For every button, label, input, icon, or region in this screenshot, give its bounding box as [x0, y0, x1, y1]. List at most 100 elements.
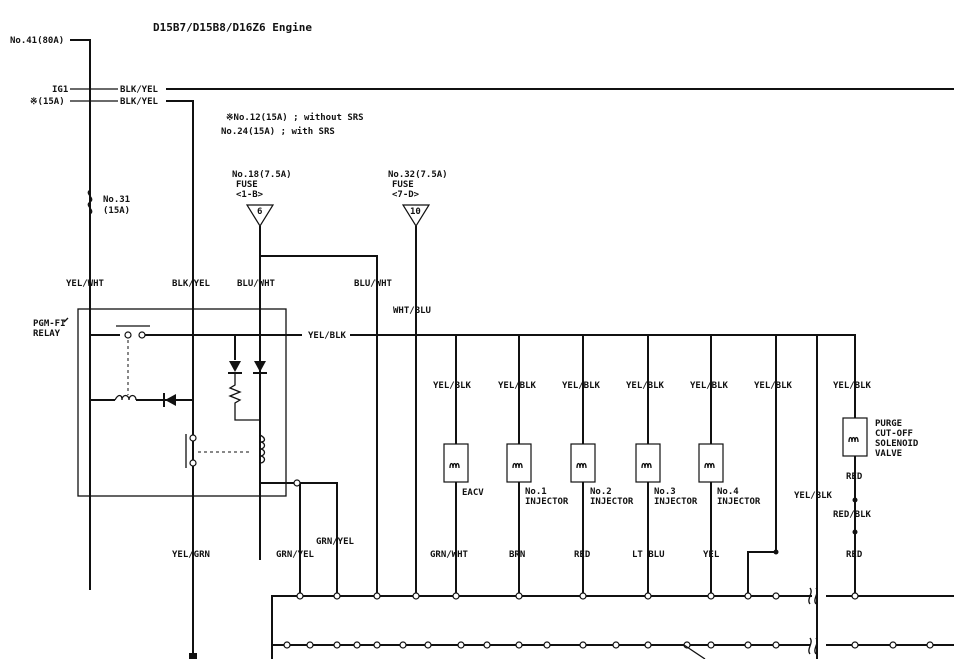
- main-yel-blk-bus: [350, 334, 856, 596]
- fuse-18-pin: 6: [257, 207, 262, 217]
- fuse-15a-wire-color: BLK/YEL: [120, 97, 159, 107]
- footnote-line-1: ※No.12(15A) ; without SRS: [226, 112, 364, 123]
- fuse-32-type: FUSE: [392, 180, 414, 190]
- fuse-32-label: No.32(7.5A): [388, 170, 448, 180]
- injector-1-coil-icon: [512, 462, 523, 469]
- connector-pin: [926, 641, 934, 649]
- connector-pins-top: [296, 592, 859, 600]
- relay-diode-2: [229, 361, 241, 372]
- relay-label: PGM-FI: [33, 319, 66, 329]
- injector-3-bottom-label: LT BLU: [632, 550, 665, 560]
- fuse-31-label: No.31: [103, 195, 130, 205]
- wire-wht-blu-label: WHT/BLU: [393, 306, 431, 316]
- relay-junction: [293, 479, 301, 487]
- injector-3-body: [635, 443, 661, 483]
- injector-4-name-2: INJECTOR: [717, 497, 761, 507]
- purge-line-1: PURGE: [875, 419, 902, 429]
- wire-blu-wht-label-1: BLU/WHT: [237, 279, 276, 289]
- relay-grn-yel-wire: [259, 470, 301, 596]
- connector-pin: [772, 641, 780, 649]
- relay-grn-yel-wire-2: [290, 482, 338, 596]
- injector-3-name: No.3: [654, 487, 676, 497]
- connector-pin: [644, 641, 652, 649]
- fuse-32-pin: 10: [410, 207, 421, 217]
- pgm-fi-relay-box: [77, 308, 287, 497]
- injector-1-bottom-label: BRN: [509, 550, 525, 560]
- connector-pin: [889, 641, 897, 649]
- wire-grn-yel-label-2: GRN/YEL: [316, 537, 355, 547]
- purge-red-label: RED: [846, 472, 863, 482]
- connector-pin: [515, 592, 523, 600]
- injector-2-body: [570, 443, 596, 483]
- connector-pin: [707, 592, 715, 600]
- component-injector-3: YEL/BLK No.3 INJECTOR LT BLU: [626, 335, 698, 596]
- injector-2-top-label: YEL/BLK: [562, 381, 601, 391]
- purge-junction-1: [852, 497, 858, 503]
- connector-pin: [579, 592, 587, 600]
- injector-1-body: [506, 443, 532, 483]
- diagram-title: D15B7/D15B8/D16Z6 Engine: [153, 21, 312, 34]
- eacv-coil-icon: [449, 462, 460, 469]
- fuse-18-label: No.18(7.5A): [232, 170, 292, 180]
- component-injector-1: YEL/BLK No.1 INJECTOR BRN: [498, 335, 569, 596]
- purge-line-4: VALVE: [875, 449, 902, 459]
- yel-blk-extra-wire: [747, 335, 777, 596]
- connector-pin: [424, 641, 432, 649]
- blk-yel-feed-wire: [166, 100, 194, 655]
- yel-blk-extra-junction: [773, 549, 779, 555]
- purge-line-3: SOLENOID: [875, 439, 919, 449]
- connector-pin: [373, 641, 381, 649]
- purge-top-label: YEL/BLK: [833, 381, 872, 391]
- fuse-31-symbol: [87, 189, 93, 215]
- relay-coil-1: [114, 394, 137, 401]
- relay-contact-2: [138, 331, 146, 339]
- relay-diode-1: [165, 394, 176, 406]
- fuse-41-label: No.41(80A): [10, 36, 64, 46]
- main-bus-label: YEL/BLK: [308, 331, 347, 341]
- blu-wht-branch-wire: [260, 255, 378, 596]
- eacv-name: EACV: [462, 488, 484, 498]
- fuse-18-type: FUSE: [236, 180, 258, 190]
- injector-2-name-2: INJECTOR: [590, 497, 634, 507]
- connector-pin: [744, 592, 752, 600]
- connector-pin: [296, 592, 304, 600]
- connector-pin: [515, 641, 523, 649]
- connector-pin: [452, 592, 460, 600]
- fuse-32-location: <7-D>: [392, 190, 420, 200]
- injector-2-name: No.2: [590, 487, 612, 497]
- relay-contact-1: [124, 331, 132, 339]
- injector-4-coil-icon: [704, 462, 715, 469]
- connector-pin: [333, 641, 341, 649]
- injector-2-coil-icon: [576, 462, 587, 469]
- connector-lead-diagonal: [683, 644, 706, 659]
- relay-contact-4: [189, 459, 197, 467]
- connector-pin: [373, 592, 381, 600]
- connector-pin: [283, 641, 291, 649]
- relay-coil-2: [259, 434, 266, 464]
- fuse-31-rating: (15A): [103, 206, 130, 216]
- relay-contact-3: [189, 434, 197, 442]
- footnote-line-2: No.24(15A) ; with SRS: [221, 126, 335, 137]
- connector-break-mark: [808, 587, 818, 605]
- injector-2-bottom-label: RED: [574, 550, 591, 560]
- injector-4-name: No.4: [717, 487, 739, 497]
- connector-pin: [353, 641, 361, 649]
- connector-pin: [612, 641, 620, 649]
- fuse-15a-ref-label: ※(15A): [30, 97, 65, 107]
- connector-pin: [707, 641, 715, 649]
- ground-terminal: [189, 653, 197, 659]
- purge-junction-2: [852, 529, 858, 535]
- component-eacv: YEL/BLK EACV GRN/WHT: [430, 335, 484, 596]
- wire-blu-wht-label-2: BLU/WHT: [354, 279, 393, 289]
- injector-3-coil-icon: [641, 462, 652, 469]
- connector-pin: [333, 592, 341, 600]
- relay-sub-label: RELAY: [33, 329, 61, 339]
- ig1-wire-color: BLK/YEL: [120, 85, 159, 95]
- purge-red-blk-label: RED/BLK: [833, 510, 872, 520]
- fuse-41-feed-wire: [70, 39, 91, 590]
- purge-line-2: CUT-OFF: [875, 429, 913, 439]
- injector-4-bottom-label: YEL: [703, 550, 720, 560]
- ig1-label: IG1: [52, 85, 68, 95]
